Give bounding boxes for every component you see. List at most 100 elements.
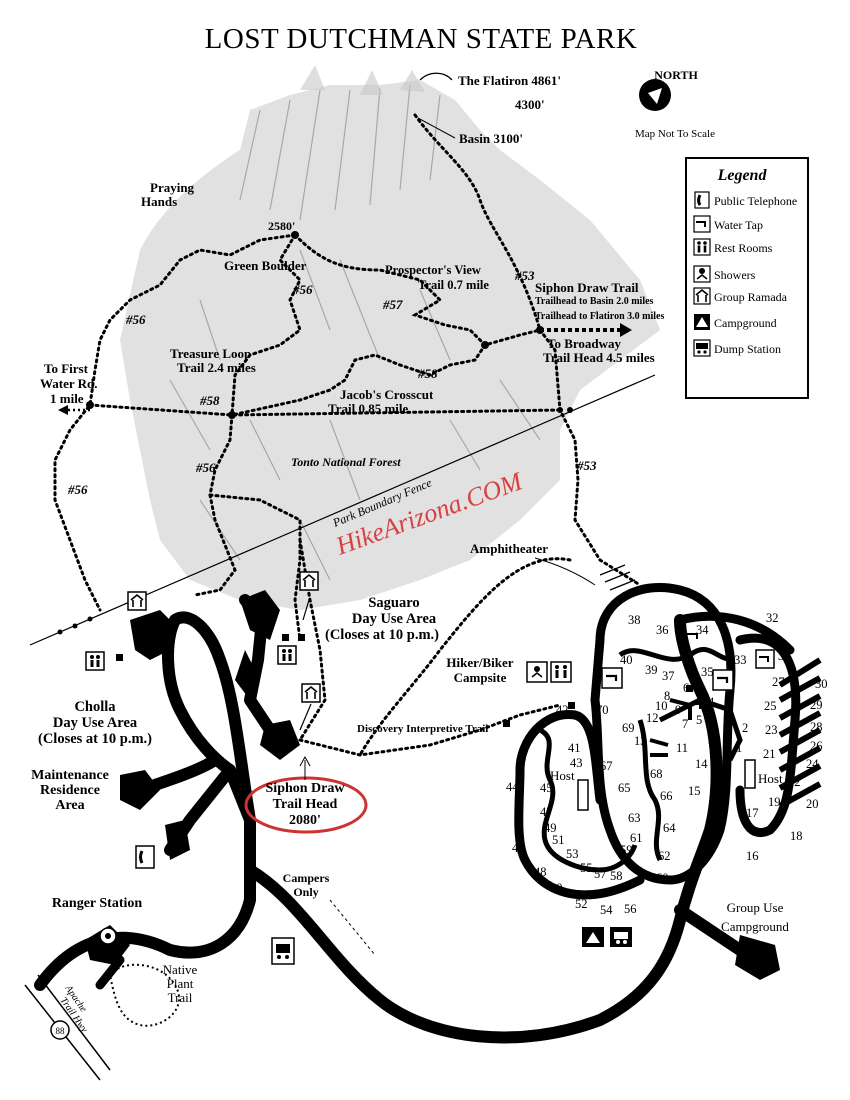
ramada-icon <box>693 287 711 305</box>
label-group-use-2: Campground <box>721 919 789 934</box>
campsite-number: 70 <box>596 703 609 717</box>
legend-item-label: Showers <box>714 268 756 282</box>
campsite-number: 48 <box>534 865 547 879</box>
label-treasure-1: Treasure Loop <box>170 346 251 361</box>
campsite-number: 51 <box>552 833 565 847</box>
campsite-number: 47 <box>540 805 553 819</box>
campsite-number: 22 <box>788 775 801 789</box>
legend-item-label: Public Telephone <box>714 194 797 208</box>
campsite-number: 32 <box>766 611 779 625</box>
label-cholla-2: Day Use Area <box>53 715 138 731</box>
host-site-marker <box>744 759 756 789</box>
restroom-icon <box>550 661 572 683</box>
campsite-number: 52 <box>575 897 588 911</box>
label-native-2: Plant <box>167 976 194 991</box>
highway-shield-icon <box>50 1020 70 1040</box>
campsite-number: 58 <box>610 869 623 883</box>
label-trail-53-b: #53 <box>576 458 597 473</box>
campsite-number: 55 <box>580 861 593 875</box>
campsite-number: 15 <box>688 784 701 798</box>
campsite-number: 68 <box>650 767 663 781</box>
campsite-number: 42 <box>556 703 569 717</box>
label-green-boulder: Green Boulder <box>224 258 307 273</box>
label-siphon-th-3: 2080' <box>289 813 321 828</box>
label-jacobs-1: Jacob's Crosscut <box>340 387 434 402</box>
label-treasure-2: Trail 2.4 miles <box>177 360 256 375</box>
label-maint-2: Residence <box>40 783 100 798</box>
restroom-icon <box>85 651 105 671</box>
label-trail-56-c: #56 <box>195 460 216 475</box>
campsite-number: 43 <box>570 756 583 770</box>
label-group-use-1: Group Use <box>727 900 784 915</box>
label-host-a: Host <box>550 768 575 783</box>
dump-station-icon <box>271 937 295 965</box>
label-trail-53-a: #53 <box>514 268 535 283</box>
campsite-number: 1 <box>736 741 742 755</box>
native-plant-trail-loop <box>108 963 181 1027</box>
label-broadway-2: Trail Head 4.5 miles <box>543 350 655 365</box>
campsite-number: 2 <box>742 721 748 735</box>
campsite-number: 46 <box>512 841 525 855</box>
label-saguaro-1: Saguaro <box>368 595 419 611</box>
trailhead-highlight <box>244 776 368 834</box>
campsite-number: 31 <box>778 649 791 663</box>
map-labels: The Flatiron 4861' 4300' Basin 3100' Pra… <box>31 72 789 1035</box>
pointer-arrow <box>299 703 312 731</box>
shower-icon <box>99 927 117 945</box>
marker <box>503 720 510 727</box>
restroom-icon <box>277 645 297 665</box>
ramada-icon <box>301 683 321 703</box>
campground-loops <box>514 564 822 900</box>
label-amphitheater: Amphitheater <box>470 541 548 556</box>
campsite-number: 39 <box>645 663 658 677</box>
campsite-number: 11 <box>676 741 688 755</box>
label-prospector-1: Prospector's View <box>385 263 481 277</box>
label-siphon-basin: Trailhead to Basin 2.0 miles <box>535 296 654 307</box>
map-scale-note: Map Not To Scale <box>635 128 715 140</box>
label-maint-3: Area <box>55 798 84 813</box>
phone-icon <box>694 191 710 209</box>
label-hiker-2: Campsite <box>454 670 507 685</box>
campsite-number: 6 <box>683 681 689 695</box>
campsite-number: 28 <box>810 720 823 734</box>
label-campers-2: Only <box>293 885 318 899</box>
pointer-arrow <box>302 599 310 621</box>
campsite-number: 4 <box>708 695 715 709</box>
campsite-number: 54 <box>600 903 613 917</box>
label-trail-56-b: #56 <box>125 312 146 327</box>
legend-item-label: Group Ramada <box>714 290 788 304</box>
campsite-number: 3 <box>708 733 714 747</box>
campsite-number: 65 <box>618 781 631 795</box>
label-hiker-1: Hiker/Biker <box>446 655 513 670</box>
shower-icon <box>693 265 711 283</box>
legend-item-label: Dump Station <box>714 342 781 356</box>
campsite-number: 9 <box>675 703 681 717</box>
label-prospector-2: Trail 0.7 mile <box>418 278 489 292</box>
campsite-number: 10 <box>655 699 668 713</box>
campsite-number: 5 <box>696 713 702 727</box>
campsite-number: 16 <box>746 849 759 863</box>
label-basin: Basin 3100' <box>459 131 523 146</box>
label-campers-1: Campers <box>283 871 330 885</box>
label-siphon-th-1: Siphon Draw <box>266 781 346 796</box>
label-trail-56-a: #56 <box>292 282 313 297</box>
campsite-number: 49 <box>544 821 557 835</box>
ramada-icon <box>127 591 147 611</box>
campers-only-arrow <box>329 899 376 956</box>
label-trail-56-d: #56 <box>67 482 88 497</box>
campsite-number: 61 <box>630 831 643 845</box>
tent-icon <box>694 314 710 330</box>
dump-station-icon <box>693 339 711 357</box>
campsite-number: 56 <box>624 902 637 916</box>
label-native-1: Native <box>163 962 198 977</box>
campsite-number: 37 <box>662 669 675 683</box>
label-broadway-1: To Broadway <box>547 336 622 351</box>
water-tap-icon <box>690 703 701 709</box>
campsite-number: 69 <box>622 721 635 735</box>
legend-title: Legend <box>717 167 768 184</box>
campsite-number: 67 <box>600 759 613 773</box>
road-network <box>34 594 795 1044</box>
campsite-number: 57 <box>594 867 607 881</box>
label-host-b: Host <box>758 771 783 786</box>
